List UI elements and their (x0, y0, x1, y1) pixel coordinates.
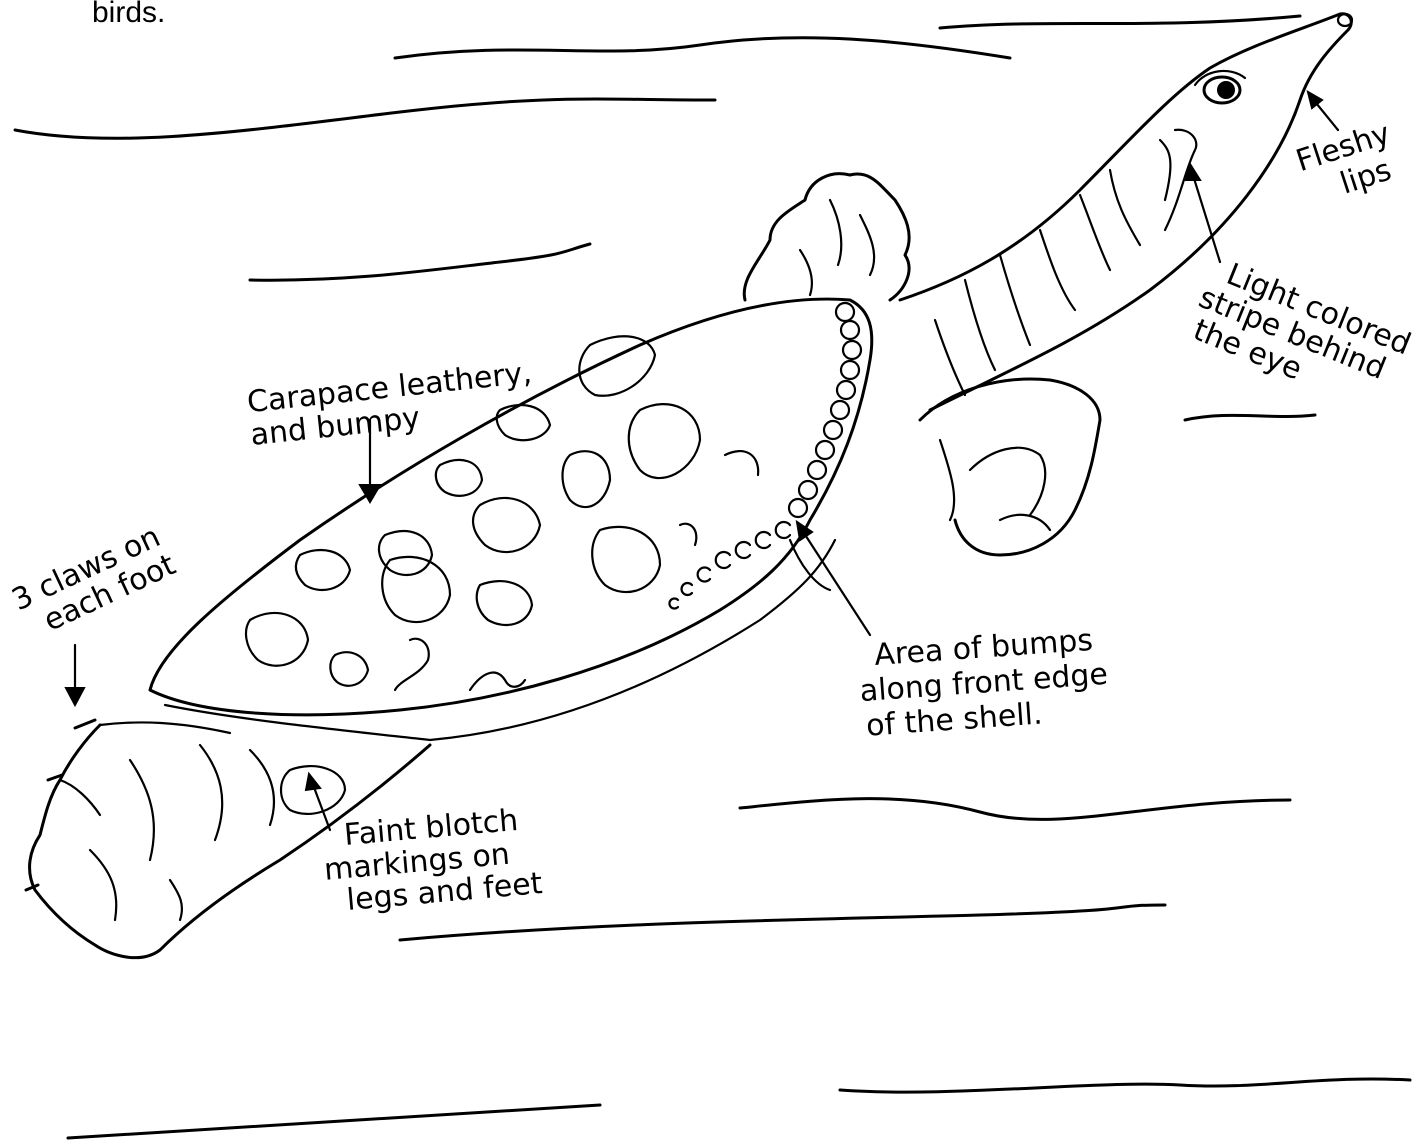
top-text-fragment: birds. (92, 0, 165, 29)
label-light-stripe: Light colored stripe behind the eye (1182, 250, 1416, 421)
label-carapace: Carapace leathery, and bumpy (245, 355, 537, 453)
shell-bumps (669, 303, 861, 609)
label-bumps: Area of bumps along front edge of the sh… (856, 622, 1111, 744)
turtle (26, 14, 1352, 958)
label-fleshy-lips: Fleshy lips (1292, 116, 1405, 212)
label-blotch: Faint blotch markings on legs and feet (320, 801, 544, 919)
label-claws: 3 claws on each foot (7, 518, 181, 647)
water-lines (15, 16, 1410, 1138)
